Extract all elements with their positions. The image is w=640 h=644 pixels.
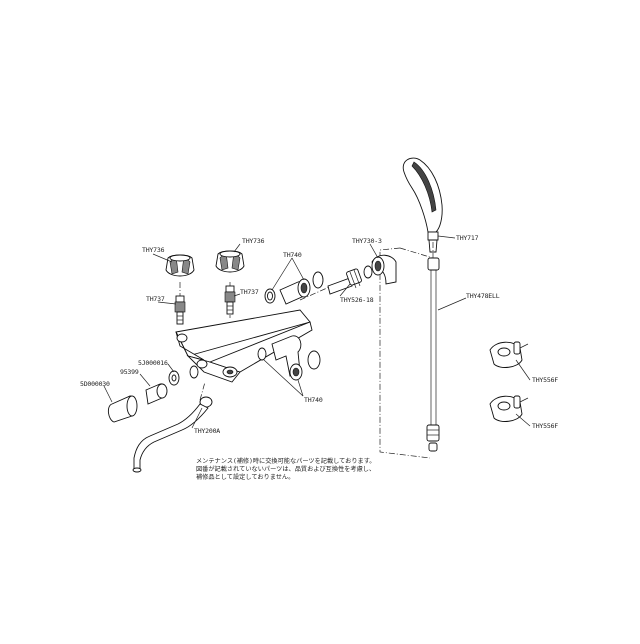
seal-union-bottom xyxy=(257,335,321,381)
label-shower-head: THY717 xyxy=(456,234,479,242)
mixer-body xyxy=(175,309,313,383)
label-handle-right: THY736 xyxy=(242,237,265,245)
note-line-2: 図番が記載されていないパーツは、品質および互換性を考慮し、 xyxy=(196,465,375,473)
valve-stem xyxy=(327,265,373,295)
label-seal-top: TH740 xyxy=(283,251,302,259)
label-hose: THY478ELL xyxy=(466,292,500,300)
label-holder-bottom: THY556F xyxy=(532,422,558,430)
label-cartridge-right: TH737 xyxy=(240,288,259,296)
note-line-1: メンテナンス(補修)時に交換可能なパーツを記載しております。 xyxy=(196,457,375,465)
spout xyxy=(132,396,213,473)
label-spout: THY200A xyxy=(194,427,220,435)
cartridge-left xyxy=(174,295,186,325)
label-holder-top: THY556F xyxy=(532,376,558,384)
handle-left xyxy=(165,254,195,277)
holder-top xyxy=(489,341,529,368)
label-valve-stem: THY526-18 xyxy=(340,296,374,304)
holder-bottom xyxy=(489,395,529,422)
label-nut-2: 95399 xyxy=(120,368,139,376)
spout-nuts xyxy=(107,365,199,423)
shower-head xyxy=(402,157,443,253)
leader-lines xyxy=(103,235,531,429)
note-line-3: 補修品として設定しておりません。 xyxy=(196,473,294,481)
label-handle-left: THY736 xyxy=(142,246,165,254)
handle-right xyxy=(215,250,245,273)
cartridge-right xyxy=(224,285,236,315)
elbow-fitting xyxy=(371,254,397,285)
label-elbow: THY730-3 xyxy=(352,237,382,245)
label-seal-bottom: TH740 xyxy=(304,396,323,404)
label-nut-1: 5J000016 xyxy=(138,359,168,367)
seal-union-top xyxy=(264,271,324,305)
shower-hose xyxy=(426,257,440,452)
label-nut-3: 5D000030 xyxy=(80,380,110,388)
label-cartridge-left: TH737 xyxy=(146,295,165,303)
